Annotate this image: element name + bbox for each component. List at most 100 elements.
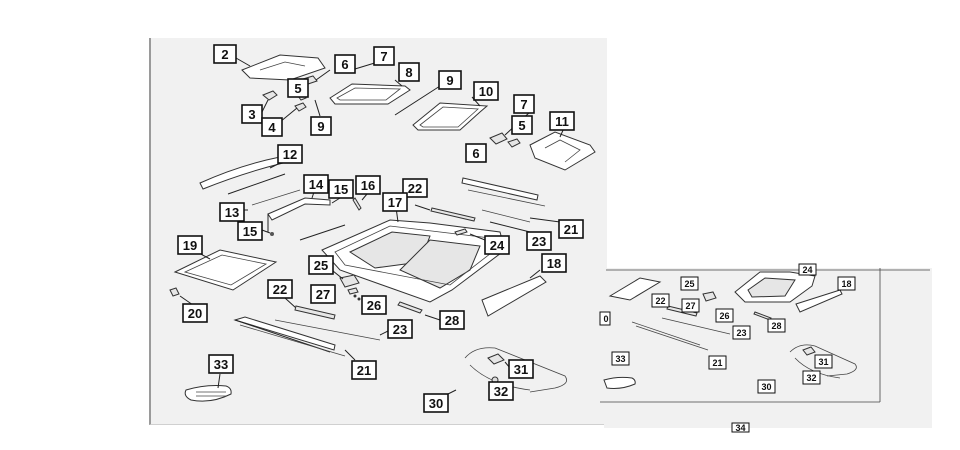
svg-text:10: 10	[479, 84, 493, 99]
callout-31: 31	[508, 359, 534, 379]
svg-text:30: 30	[429, 396, 443, 411]
inset-callout-26: 26	[715, 308, 734, 323]
svg-text:33: 33	[214, 357, 228, 372]
callouts-main: 2 6 7 8 9 10 5 3 4 9 7 11 5 6 12 14 15 1…	[177, 44, 584, 413]
svg-text:31: 31	[514, 362, 528, 377]
svg-text:31: 31	[818, 357, 828, 367]
callout-8: 8	[398, 62, 420, 82]
svg-text:16: 16	[361, 178, 375, 193]
callout-28: 28	[439, 310, 465, 330]
callout-16: 16	[355, 175, 381, 195]
callout-26: 26	[361, 295, 387, 315]
inset-callout-31: 31	[814, 354, 833, 369]
inset-callout-0: 0	[599, 311, 611, 326]
svg-text:9: 9	[446, 73, 453, 88]
svg-text:15: 15	[334, 182, 348, 197]
callout-22b: 22	[267, 279, 293, 299]
callout-22: 22	[402, 178, 428, 198]
svg-text:32: 32	[494, 384, 508, 399]
callout-6b: 6	[465, 143, 487, 163]
callout-32: 32	[488, 381, 514, 401]
part-rails-lower	[233, 297, 391, 361]
svg-text:24: 24	[802, 265, 812, 275]
svg-text:26: 26	[367, 298, 381, 313]
part-8-glass	[329, 79, 411, 105]
svg-text:12: 12	[283, 147, 297, 162]
callout-4: 4	[261, 117, 283, 137]
svg-text:3: 3	[248, 107, 255, 122]
callout-23: 23	[526, 231, 552, 251]
inset-callout-23: 23	[732, 325, 751, 340]
callout-17: 17	[382, 192, 408, 212]
inset-callout-18: 18	[837, 276, 856, 291]
callout-15b: 15	[237, 221, 263, 241]
svg-text:20: 20	[188, 306, 202, 321]
callout-7b: 7	[513, 94, 535, 114]
part-12-deflector	[199, 156, 284, 190]
part-9-seal	[394, 85, 441, 116]
callouts-inset: 25 24 18 22 27 26 23 28 33 21 31 32 30 3…	[599, 263, 856, 433]
callout-33: 33	[208, 354, 234, 374]
svg-text:26: 26	[719, 311, 729, 321]
part-2-bracket-plate	[235, 54, 326, 81]
svg-text:18: 18	[841, 279, 851, 289]
callout-14: 14	[303, 174, 329, 194]
inset-callout-34: 34	[731, 422, 750, 433]
part-11-rear-plate	[489, 111, 596, 171]
svg-text:0: 0	[603, 314, 608, 324]
svg-text:15: 15	[243, 224, 257, 239]
svg-text:21: 21	[712, 358, 722, 368]
svg-text:30: 30	[761, 382, 771, 392]
svg-text:28: 28	[771, 321, 781, 331]
inset-callout-32: 32	[802, 370, 821, 385]
svg-text:24: 24	[490, 238, 505, 253]
callout-13: 13	[219, 202, 245, 222]
callout-15: 15	[328, 179, 354, 199]
callout-2: 2	[213, 44, 237, 64]
svg-text:22: 22	[273, 282, 287, 297]
svg-text:19: 19	[183, 238, 197, 253]
inset-callout-30: 30	[757, 379, 776, 394]
svg-text:27: 27	[316, 287, 330, 302]
callout-27: 27	[310, 284, 336, 304]
svg-text:21: 21	[357, 363, 371, 378]
part-10-glass	[412, 96, 489, 131]
part-33-grille	[184, 373, 232, 402]
callout-24: 24	[484, 235, 510, 255]
callout-21: 21	[558, 219, 584, 239]
callout-11: 11	[549, 111, 575, 131]
part-mechanism-25-28	[332, 270, 441, 321]
callout-12: 12	[277, 144, 303, 164]
inset-callout-28: 28	[767, 318, 786, 333]
svg-text:7: 7	[380, 49, 387, 64]
part-20-clip	[169, 287, 194, 306]
inset-callout-27: 27	[681, 298, 700, 313]
svg-text:8: 8	[405, 65, 412, 80]
svg-text:22: 22	[655, 296, 665, 306]
svg-text:34: 34	[735, 423, 745, 433]
part-14-15-16-frame	[261, 191, 368, 241]
inset-parts	[600, 268, 930, 403]
svg-text:25: 25	[684, 279, 694, 289]
callout-18: 18	[541, 253, 567, 273]
callout-7: 7	[373, 46, 395, 66]
svg-text:7: 7	[520, 97, 527, 112]
callout-20: 20	[182, 303, 208, 323]
inset-callout-25: 25	[680, 276, 699, 291]
svg-text:5: 5	[294, 81, 301, 96]
callout-9: 9	[438, 70, 462, 90]
part-19-glass	[173, 249, 278, 291]
part-18-deflector	[481, 269, 547, 317]
inset-callout-21: 21	[708, 355, 727, 370]
inset-callout-33: 33	[611, 351, 630, 366]
callout-5: 5	[287, 78, 309, 98]
callout-19: 19	[177, 235, 203, 255]
svg-text:25: 25	[314, 258, 328, 273]
svg-text:11: 11	[555, 114, 569, 129]
callout-6: 6	[334, 54, 356, 74]
svg-text:4: 4	[268, 120, 276, 135]
inset-callout-22: 22	[651, 293, 670, 308]
svg-text:2: 2	[221, 47, 228, 62]
part-rails-upper	[414, 177, 561, 241]
